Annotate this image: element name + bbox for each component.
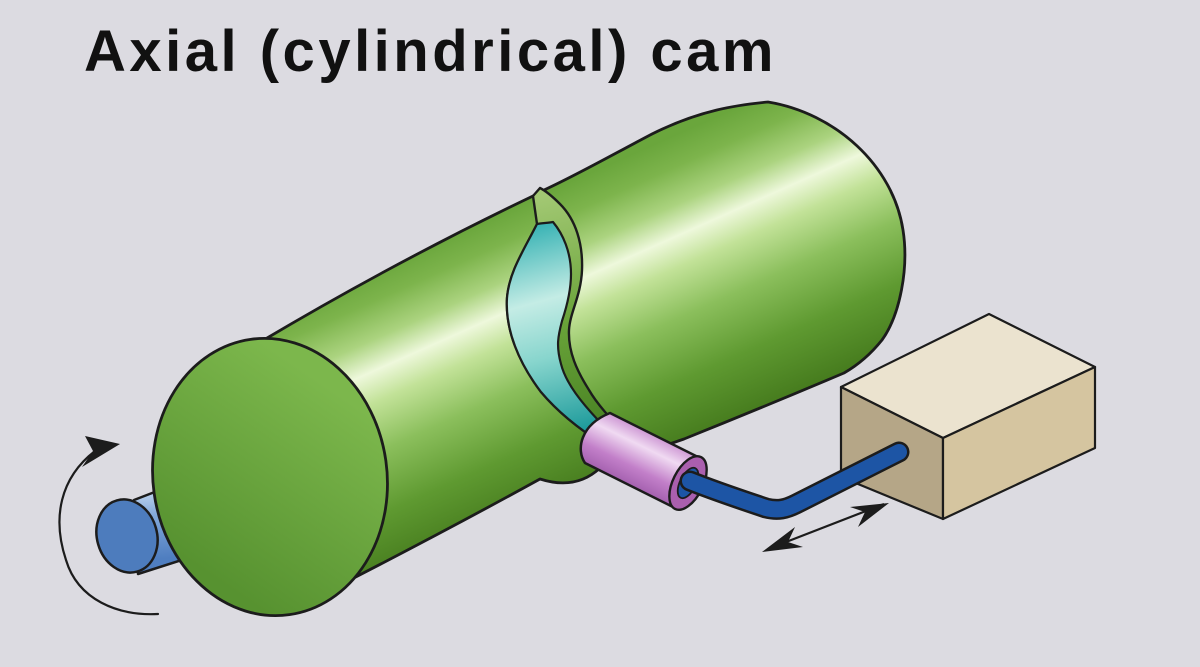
shaft-end-face: [95, 498, 159, 574]
cam-groove-track: [505, 220, 620, 452]
diagram-title: Axial (cylindrical) cam: [84, 19, 777, 84]
travel-double-arrow-icon: [762, 502, 889, 552]
rotation-arrow-icon: [58, 436, 160, 616]
guide-block-right-face: [941, 365, 1097, 521]
follower-rod: [679, 441, 910, 520]
cam-cylinder-end-face: [151, 336, 389, 618]
